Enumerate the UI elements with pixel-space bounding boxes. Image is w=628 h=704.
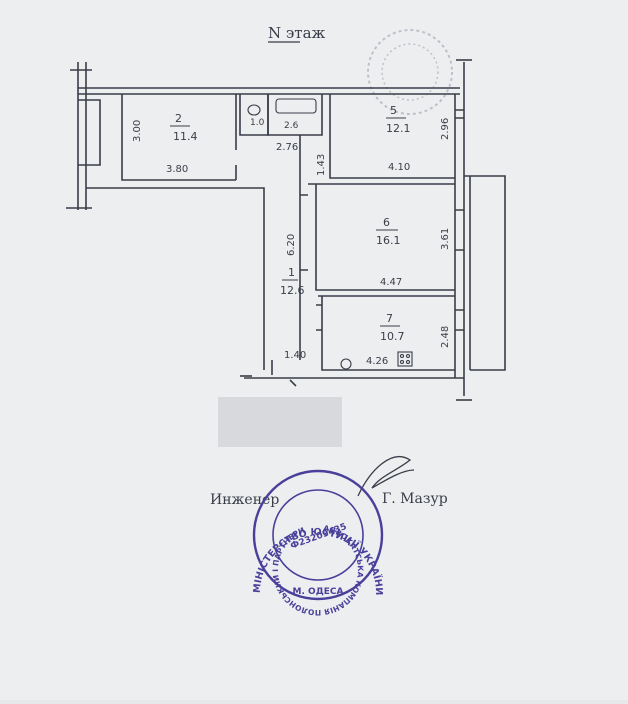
plan-walls <box>66 59 506 401</box>
room-7-number: 7 <box>386 312 393 325</box>
stamp-city: М. ОДЕСА <box>293 587 344 597</box>
room-2-number: 2 <box>175 112 182 125</box>
redaction-box <box>218 397 342 447</box>
engineer-name: Г. Мазур <box>382 491 448 507</box>
wc-area: 1.0 <box>250 118 265 128</box>
room-1-number: 1 <box>288 266 295 279</box>
dim-1-40: 1.40 <box>284 350 306 361</box>
room-1-area: 12.6 <box>280 284 305 297</box>
wc-fixtures <box>247 98 413 370</box>
bath-area: 2.6 <box>284 121 299 131</box>
dim-3-61: 3.61 <box>440 228 451 250</box>
room-2-area: 11.4 <box>173 130 198 143</box>
dim-6-20: 6.20 <box>286 234 297 256</box>
dim-1-43: 1.43 <box>316 154 327 176</box>
dim-2-76: 2.76 <box>276 142 298 153</box>
dim-2-48: 2.48 <box>440 326 451 348</box>
dim-4-10: 4.10 <box>388 162 410 173</box>
dim-3-80: 3.80 <box>166 164 188 175</box>
room-5-number: 5 <box>390 104 397 117</box>
room-7-area: 10.7 <box>380 330 405 343</box>
dim-4-26: 4.26 <box>366 356 388 367</box>
floor-label: N этаж <box>268 24 326 42</box>
dim-2-96: 2.96 <box>440 118 451 140</box>
room-6-number: 6 <box>383 216 390 229</box>
faint-stamp-top <box>367 29 453 115</box>
dim-3-00: 3.00 <box>132 120 143 142</box>
dim-4-47: 4.47 <box>380 277 402 288</box>
room-6-area: 16.1 <box>376 234 401 247</box>
room-5-area: 12.1 <box>386 122 411 135</box>
signature-scribble <box>357 455 415 497</box>
